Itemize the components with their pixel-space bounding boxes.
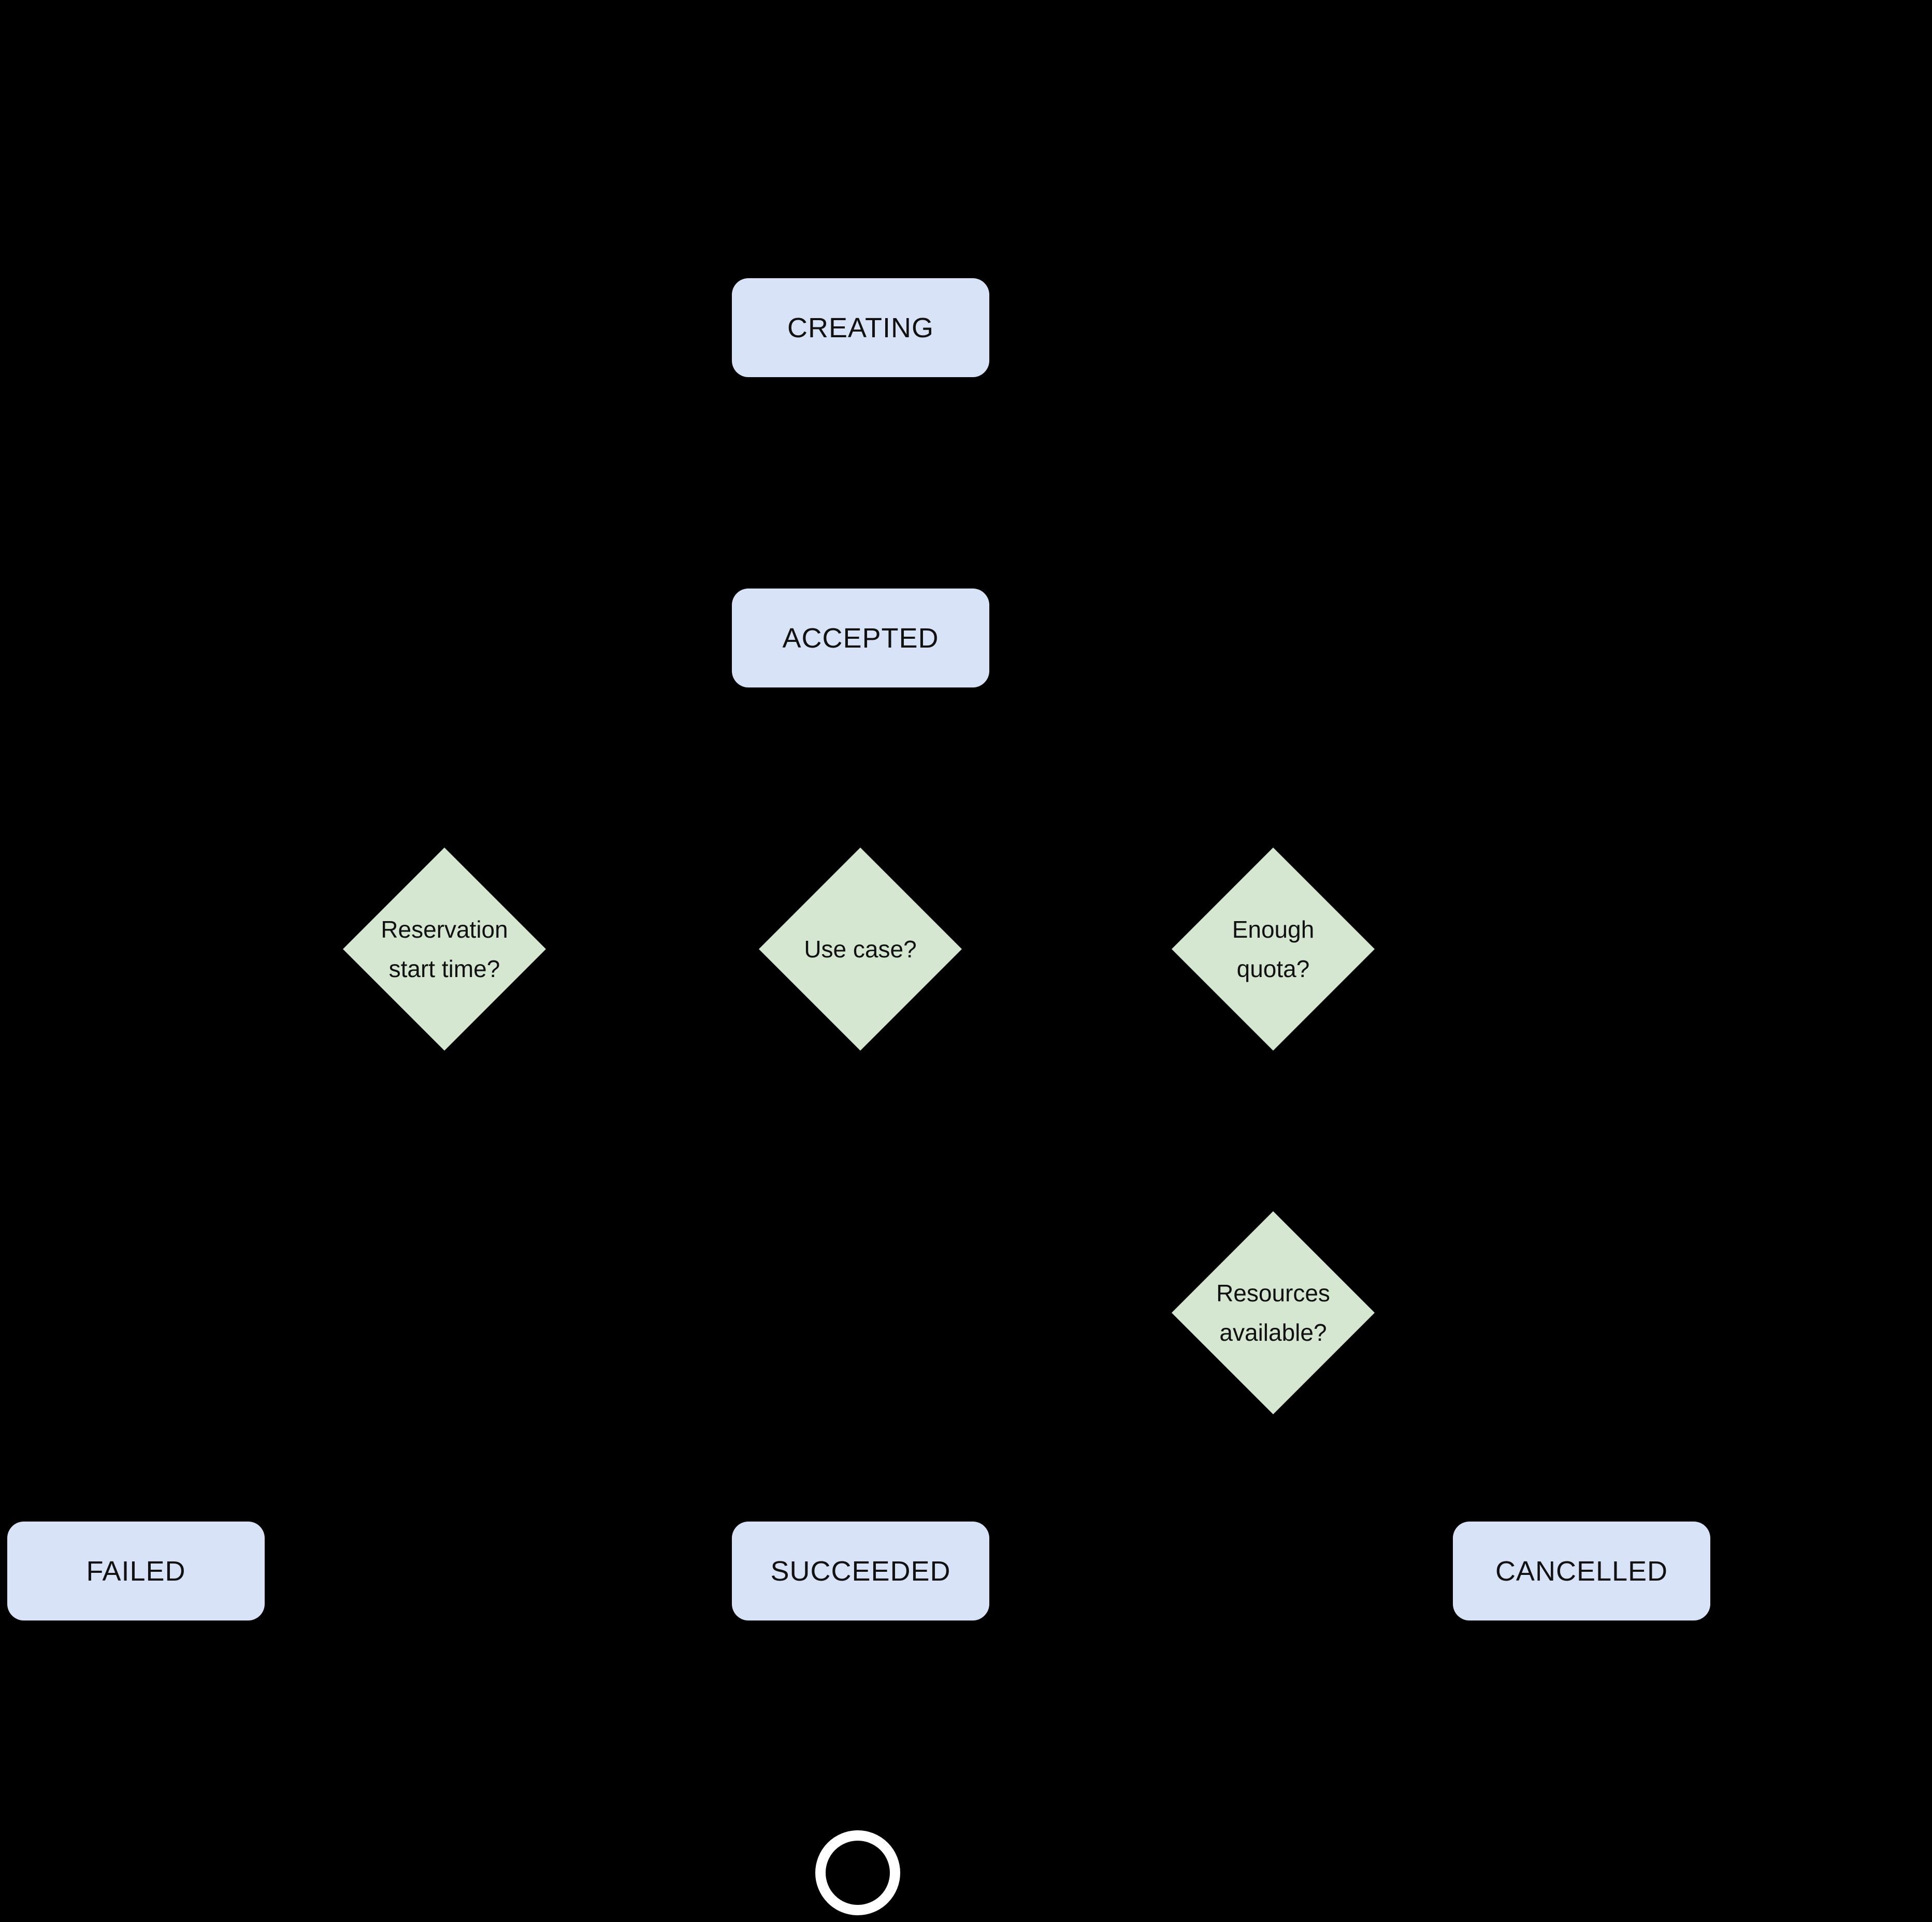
state-creating-label: CREATING bbox=[787, 312, 934, 343]
state-failed-label: FAILED bbox=[86, 1555, 186, 1587]
state-creating: CREATING bbox=[732, 278, 989, 377]
decision-use-case-line1: Use case? bbox=[804, 936, 917, 963]
state-failed: FAILED bbox=[7, 1522, 265, 1620]
state-succeeded: SUCCEEDED bbox=[732, 1522, 989, 1620]
state-cancelled-label: CANCELLED bbox=[1495, 1555, 1668, 1587]
decision-reservation-start-time-line1: Reservation bbox=[381, 916, 508, 943]
decision-resources-available-line1: Resources bbox=[1216, 1280, 1330, 1307]
decision-resources-available-line2: available? bbox=[1219, 1319, 1327, 1346]
state-succeeded-label: SUCCEEDED bbox=[770, 1555, 951, 1587]
decision-reservation-start-time-line2: start time? bbox=[388, 955, 500, 982]
decision-resources-available: Resources available? bbox=[1172, 1211, 1375, 1414]
state-accepted: ACCEPTED bbox=[732, 589, 989, 687]
decision-enough-quota: Enough quota? bbox=[1172, 848, 1375, 1051]
state-accepted-label: ACCEPTED bbox=[782, 622, 939, 654]
decision-enough-quota-line2: quota? bbox=[1236, 955, 1310, 982]
end-state-circle-icon bbox=[815, 1830, 900, 1915]
decision-use-case: Use case? bbox=[759, 848, 962, 1051]
decision-enough-quota-line1: Enough bbox=[1232, 916, 1315, 943]
decision-reservation-start-time: Reservation start time? bbox=[343, 848, 546, 1051]
state-cancelled: CANCELLED bbox=[1453, 1522, 1710, 1620]
